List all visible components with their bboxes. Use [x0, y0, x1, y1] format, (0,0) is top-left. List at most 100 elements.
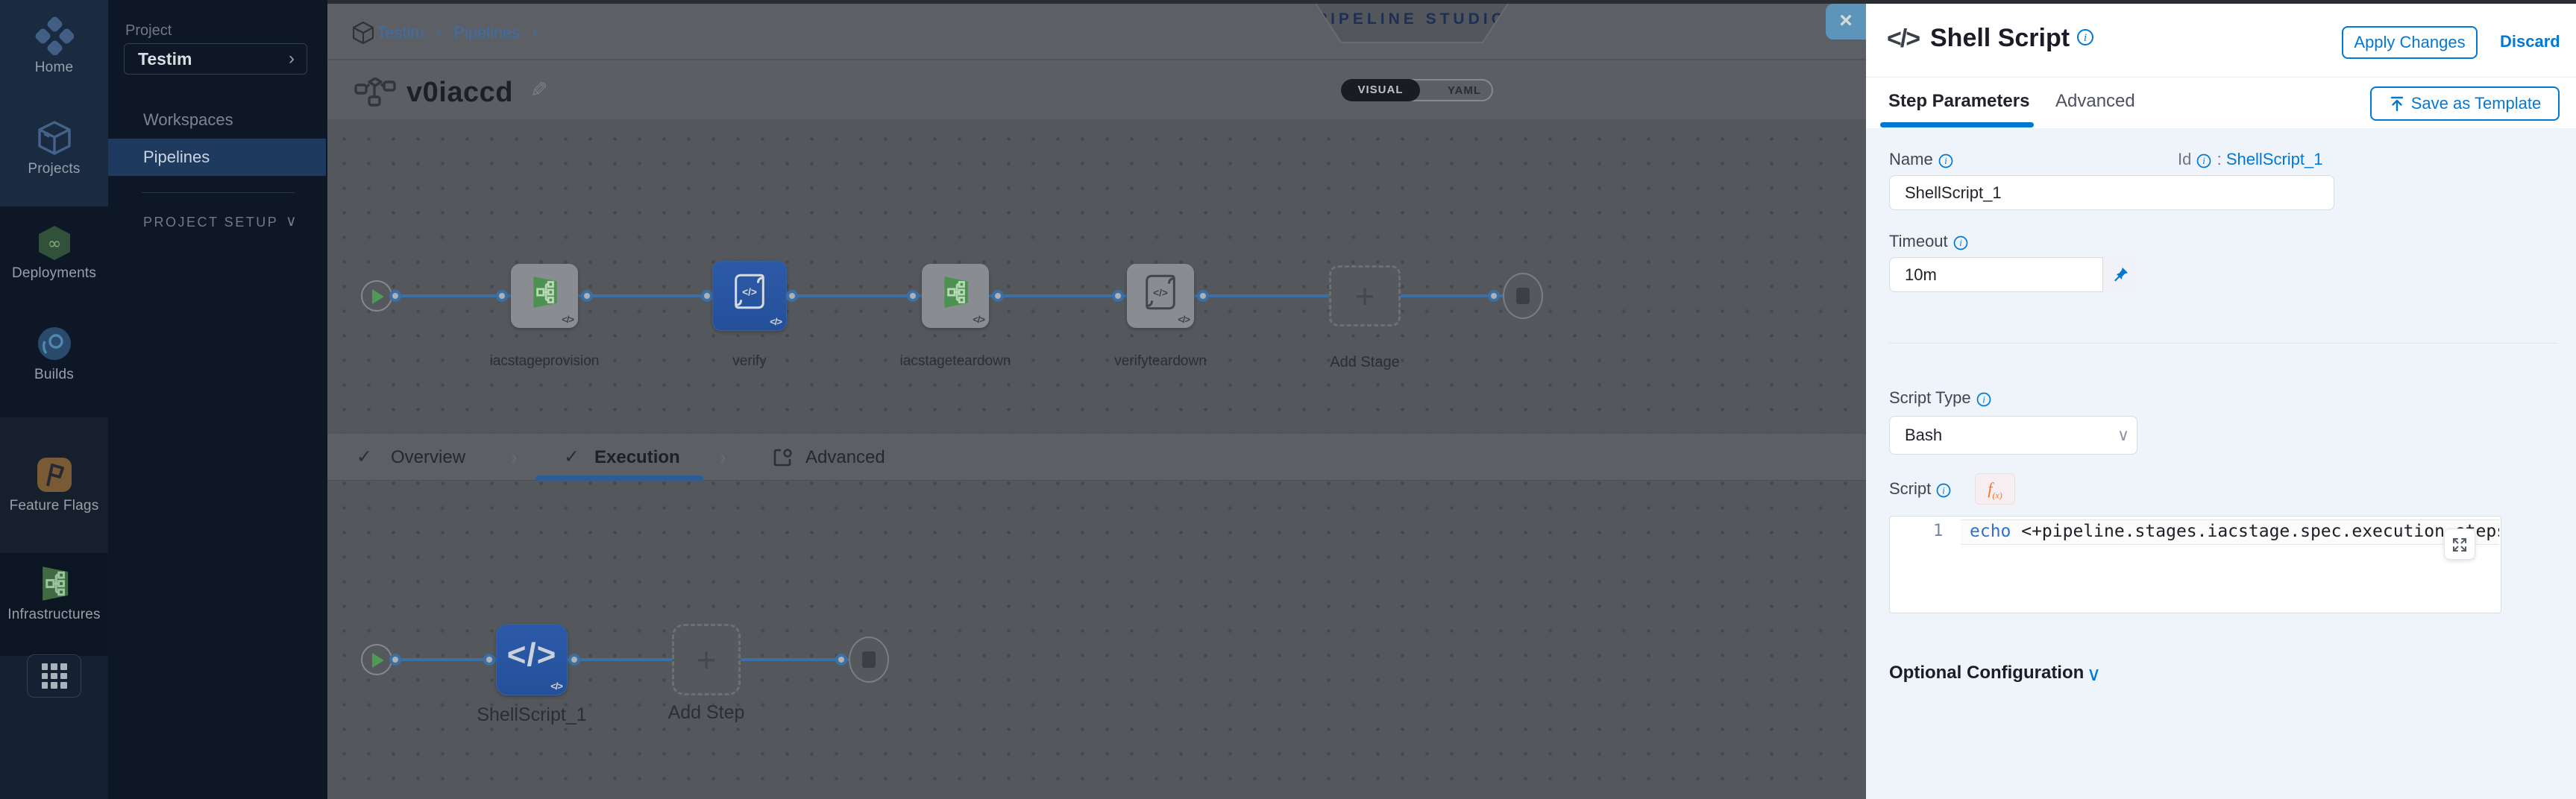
project-setup-label[interactable]: PROJECT SETUP	[143, 215, 279, 230]
port	[992, 290, 1004, 302]
section-divider	[1889, 343, 2558, 344]
info-icon[interactable]: i	[1953, 236, 1968, 250]
breadcrumb-link-pipelines[interactable]: Pipelines	[453, 23, 521, 42]
optional-configuration-toggle[interactable]: Optional Configuration	[1889, 663, 2085, 683]
tab-advanced[interactable]: Advanced	[2055, 91, 2135, 111]
nav-item-home[interactable]: Home	[0, 16, 108, 76]
stage-label[interactable]: verify	[732, 353, 767, 369]
chevron-right-icon: ›	[720, 446, 726, 468]
script-type-label: Script Type i	[1889, 388, 1992, 408]
add-step-label[interactable]: Add Step	[667, 702, 745, 723]
projects-cube-icon	[37, 121, 71, 155]
stage-node-verify-selected[interactable]: </> </>	[712, 261, 787, 331]
chevron-down-icon[interactable]: ∨	[286, 213, 297, 230]
close-icon: ×	[1839, 8, 1853, 33]
timeout-input[interactable]: 10m	[1889, 257, 2138, 292]
toggle-yaml[interactable]: YAML	[1447, 84, 1481, 97]
port	[568, 654, 580, 666]
add-step-button[interactable]: +	[672, 624, 741, 695]
stage-label[interactable]: iacstageteardown	[899, 353, 1011, 369]
info-icon[interactable]: i	[1976, 392, 1991, 407]
save-as-template-button[interactable]: Save as Template	[2370, 86, 2560, 121]
nav-item-deployments[interactable]: ∞ Deployments	[0, 225, 108, 282]
stage-start-node	[361, 280, 392, 312]
step-end-node	[849, 637, 889, 683]
drawer-header: </> Shell Script i Apply Changes Discard	[1866, 4, 2576, 78]
breadcrumb: Testim › Pipelines ›	[377, 23, 545, 42]
stop-icon	[862, 651, 876, 668]
sidebar-divider	[142, 192, 295, 193]
nav-label-home: Home	[34, 60, 74, 75]
drawer-close-button[interactable]: ×	[1826, 4, 1866, 40]
sidebar-item-pipelines[interactable]: Pipelines	[108, 139, 326, 176]
edit-pencil-icon[interactable]: ✎	[530, 78, 548, 101]
id-value-link[interactable]: ShellScript_1	[2225, 150, 2323, 168]
svg-text:∞: ∞	[47, 235, 60, 253]
upload-icon	[2390, 96, 2403, 112]
runtime-input-toggle[interactable]	[2102, 257, 2138, 292]
script-type-select[interactable]: Bash ∨	[1889, 416, 2137, 455]
window-top-border	[327, 0, 2576, 4]
script-code-editor[interactable]: 1 echo <+pipeline.stages.iacstage.spec.e…	[1889, 516, 2501, 613]
code-badge: </>	[770, 316, 782, 327]
stage-label[interactable]: verifyteardown	[1114, 353, 1207, 369]
tab-overview[interactable]: Overview	[391, 447, 466, 467]
port	[907, 290, 919, 302]
stage-tab-bar: ✓ Overview › ✓ Execution › Advanced	[327, 433, 1866, 481]
nav-item-builds[interactable]: Builds	[0, 325, 108, 383]
stage-node-verifyteardown[interactable]: </> </>	[1127, 264, 1194, 328]
project-selector[interactable]: Testim ›	[124, 43, 307, 75]
breadcrumb-separator: ›	[532, 23, 538, 42]
tab-execution-active[interactable]: Execution	[594, 447, 680, 467]
apply-changes-button[interactable]: Apply Changes	[2342, 26, 2478, 59]
code-line[interactable]: echo <+pipeline.stages.iacstage.spec.exe…	[1970, 522, 2499, 541]
script-label: Script i	[1889, 479, 1952, 499]
toggle-visual[interactable]: VISUAL	[1341, 79, 1420, 101]
step-node-shellscript[interactable]: </> </>	[496, 624, 568, 695]
code-badge: </>	[1178, 314, 1190, 325]
name-input[interactable]: ShellScript_1	[1889, 175, 2334, 210]
all-modules-button[interactable]	[27, 654, 81, 698]
id-label: Id	[2178, 150, 2192, 168]
harness-logo-icon	[35, 16, 74, 55]
nav-label-projects: Projects	[28, 161, 81, 177]
pipeline-name: v0iaccd	[406, 77, 513, 108]
nav-item-infrastructures[interactable]: Infrastructures	[0, 565, 108, 623]
expression-fx-badge[interactable]: f(x)	[1975, 473, 2015, 505]
step-label[interactable]: ShellScript_1	[477, 704, 587, 725]
info-icon[interactable]: i	[2077, 29, 2093, 45]
stage-node-iacstageteardown[interactable]: </>	[922, 264, 989, 328]
add-stage-label[interactable]: Add Stage	[1330, 354, 1400, 370]
info-icon[interactable]: i	[1938, 154, 1953, 168]
shell-script-stage-icon: </>	[735, 274, 764, 309]
chevron-down-icon[interactable]: ∨	[2087, 663, 2102, 685]
stage-label[interactable]: iacstageprovision	[489, 353, 600, 369]
breadcrumb-band	[327, 0, 1866, 60]
stage-node-iacstageprovision[interactable]: </>	[511, 264, 578, 328]
port	[483, 654, 495, 666]
name-label: Name i	[1889, 150, 1954, 169]
pipeline-canvas: Testim › Pipelines › v0iaccd ✎ PIPELINE …	[327, 0, 1866, 799]
code-icon: </>	[506, 637, 557, 674]
current-line-highlight	[1961, 519, 2499, 545]
drawer-tab-bar: Step Parameters Advanced Save as Templat…	[1866, 78, 2576, 128]
discard-button[interactable]: Discard	[2500, 32, 2560, 51]
port	[496, 290, 508, 302]
code-badge: </>	[973, 314, 985, 325]
nav-item-projects[interactable]: Projects	[0, 119, 108, 177]
stage-end-node	[1503, 273, 1543, 319]
sidebar-item-workspaces[interactable]: Workspaces	[143, 110, 233, 129]
line-number: 1	[1933, 522, 1944, 540]
info-icon[interactable]: i	[2197, 154, 2211, 168]
add-stage-button[interactable]: +	[1329, 265, 1401, 326]
nav-item-feature-flags[interactable]: Feature Flags	[0, 456, 108, 514]
breadcrumb-link-testim[interactable]: Testim	[377, 23, 424, 42]
tab-step-parameters-active[interactable]: Step Parameters	[1888, 91, 2030, 111]
nav-label-deployments: Deployments	[11, 265, 97, 281]
port	[786, 290, 798, 302]
infrastructures-icon	[42, 566, 68, 601]
step-start-node	[361, 644, 392, 675]
info-icon[interactable]: i	[1937, 483, 1951, 498]
tab-advanced[interactable]: Advanced	[805, 447, 885, 467]
editor-expand-button[interactable]	[2444, 528, 2475, 560]
